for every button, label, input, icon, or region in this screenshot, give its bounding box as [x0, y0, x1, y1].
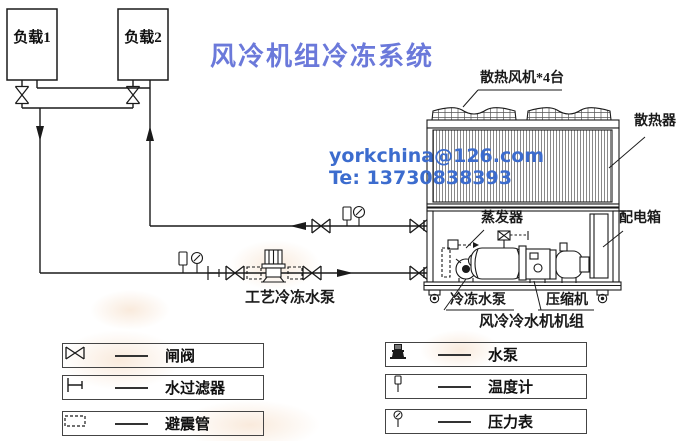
- legend-row-water-pump: 水泵: [385, 342, 587, 367]
- pressure-gauge-icon: [190, 251, 204, 273]
- legend-dash: [115, 354, 148, 357]
- legend-dash: [438, 420, 471, 423]
- gate-valve-icon: [14, 85, 30, 105]
- distribution-box-drawing: [589, 213, 609, 279]
- thermometer-icon: [342, 206, 352, 226]
- flow-arrow-left-icon: [290, 222, 306, 230]
- legend-label: 水泵: [488, 348, 519, 364]
- fan-guard: [526, 107, 612, 121]
- fans-label: 散热风机*4台: [480, 71, 564, 86]
- unit-label: 风冷冷水机机组: [479, 314, 585, 330]
- flow-arrow-down-icon: [36, 126, 44, 141]
- chilled-pump-label: 冷冻水泵: [450, 293, 506, 308]
- legend-row-pressure-gauge: 压力表: [385, 409, 587, 434]
- legend-dash: [438, 353, 471, 356]
- pressure-gauge-icon: [352, 205, 366, 226]
- caster-wheel: [596, 289, 609, 304]
- evaporator-drawing: [470, 247, 525, 280]
- gate-valve-icon: [125, 85, 141, 105]
- load1-label: 负载1: [13, 30, 51, 46]
- legend-dash: [438, 385, 471, 388]
- vibration-damper-icon: [246, 266, 262, 280]
- legend-label: 水过滤器: [165, 381, 226, 397]
- legend-label: 闸阀: [165, 349, 196, 365]
- chiller-unit-drawing: [423, 107, 622, 304]
- power-box-label: 配电箱: [619, 211, 661, 226]
- flow-arrow-right-icon: [337, 269, 353, 277]
- legend-row-water-filter: 水过滤器: [62, 375, 264, 400]
- leader-lines: [443, 89, 646, 311]
- compressor-label: 压缩机: [546, 293, 588, 308]
- load1-box: [6, 8, 58, 81]
- legend-label: 温度计: [488, 380, 534, 396]
- evaporator-label: 蒸发器: [481, 211, 523, 226]
- page-title: 风冷机组冷冻系统: [210, 42, 435, 72]
- legend-label: 压力表: [488, 415, 534, 431]
- flow-arrow-up-icon: [146, 126, 154, 141]
- legend-row-thermometer: 温度计: [385, 374, 587, 399]
- contact-email: yorkchina@126.com: [329, 145, 545, 167]
- legend-row-gate-valve: 闸阀: [62, 343, 264, 368]
- load2-label: 负载2: [124, 30, 162, 46]
- legend-dash: [115, 386, 148, 389]
- evaporator-valve-drawing: [497, 230, 529, 248]
- compressor-drawing: [518, 242, 590, 283]
- process-pump-drawing: [261, 249, 286, 283]
- water-filter-icon: [207, 266, 220, 280]
- legend-row-vibration-damper: 避震管: [62, 411, 264, 436]
- radiator-label: 散热器: [634, 114, 676, 129]
- load2-box: [117, 8, 169, 81]
- fan-guard: [431, 107, 517, 121]
- process-pump-label: 工艺冷冻水泵: [245, 290, 336, 306]
- thermometer-icon: [178, 251, 188, 273]
- caster-wheel: [428, 289, 441, 304]
- contact-phone: Te: 13730838393: [329, 167, 512, 189]
- legend-label: 避震管: [165, 417, 211, 433]
- legend-dash: [115, 422, 148, 425]
- condenser-fins: [426, 127, 620, 205]
- vibration-damper-icon: [287, 266, 303, 280]
